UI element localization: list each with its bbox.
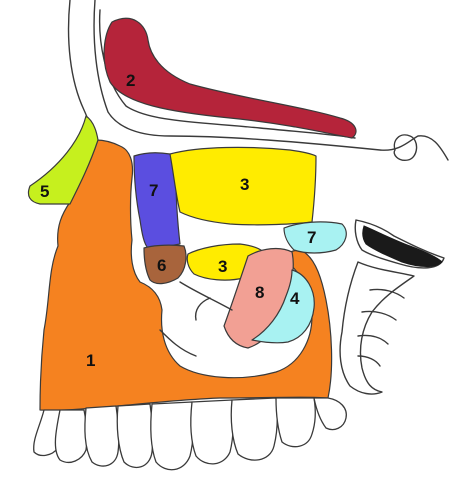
label-region-2: 2 <box>126 71 135 90</box>
label-region-7-upper: 7 <box>307 228 316 247</box>
label-region-3-lower: 3 <box>218 257 227 276</box>
label-region-4: 5 <box>40 182 49 201</box>
label-region-5: 6 <box>157 256 166 275</box>
region-2 <box>104 18 356 138</box>
label-region-3-upper: 3 <box>240 175 249 194</box>
label-region-6: 7 <box>149 181 158 200</box>
tooth <box>117 404 153 467</box>
label-region-1: 1 <box>86 351 95 370</box>
label-region-7-lower: 4 <box>290 289 300 308</box>
pterygoid-plate <box>340 262 414 394</box>
tooth <box>314 398 346 430</box>
tooth <box>85 406 119 466</box>
tooth <box>276 398 315 447</box>
tooth <box>231 398 277 460</box>
sphenoid-dark-sinus <box>363 226 442 267</box>
label-region-8: 8 <box>255 283 264 302</box>
tooth <box>55 410 86 462</box>
tooth <box>151 402 194 470</box>
palate-line <box>160 282 232 356</box>
tooth <box>191 400 234 464</box>
